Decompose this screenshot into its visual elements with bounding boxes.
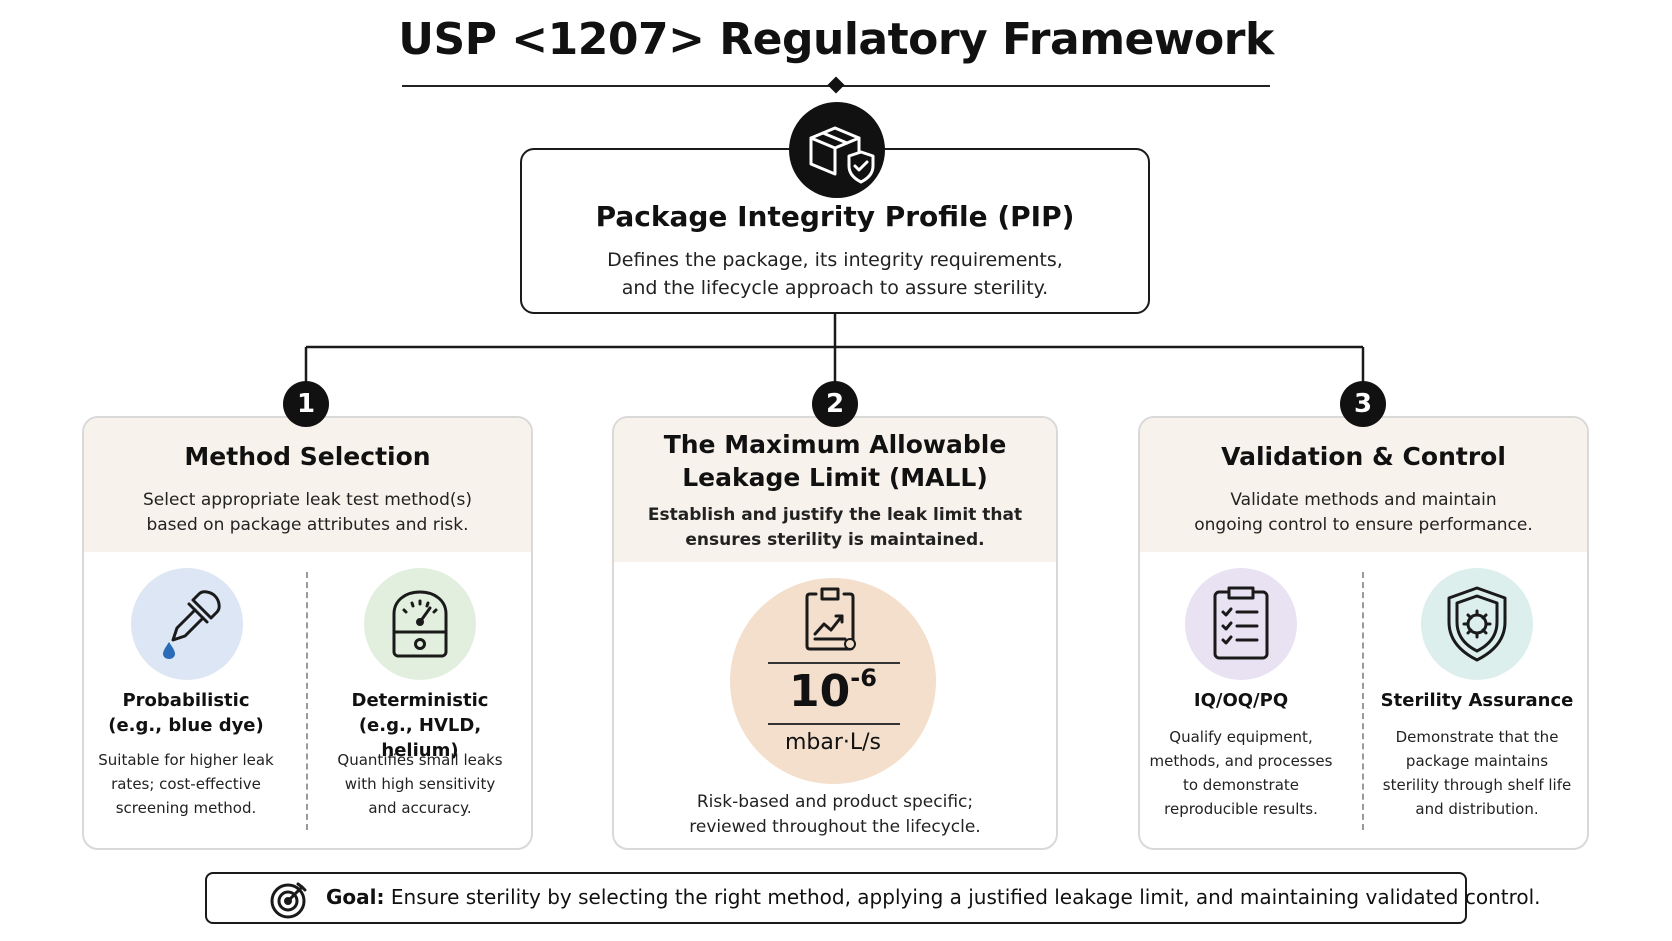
card-divider [1362, 572, 1364, 830]
dropper-icon-circle [131, 568, 243, 680]
goal-banner [205, 872, 1467, 924]
card-desc-validation: Validate methods and maintain ongoing co… [1138, 488, 1589, 538]
pip-desc-line-2: and the lifecycle approach to assure ste… [621, 277, 1049, 299]
card-desc-line: ongoing control to ensure performance. [1194, 515, 1533, 535]
sub-desc-line: screening method. [115, 799, 257, 817]
card-desc-method-selection: Select appropriate leak test method(s) b… [82, 488, 533, 538]
card-desc-line: based on package attributes and risk. [146, 515, 469, 535]
pip-icon-circle [789, 102, 885, 198]
gauge-icon-circle [364, 568, 476, 680]
card-desc-line: Select appropriate leak test method(s) [143, 490, 472, 510]
clipboard-chart-icon [805, 587, 856, 651]
mall-value-exponent: -6 [850, 664, 877, 692]
card-desc-line: Validate methods and maintain [1230, 490, 1497, 510]
card-title-line: The Maximum Allowable [663, 430, 1007, 459]
sub-title-line: (e.g., blue dye) [108, 715, 264, 736]
sub-desc-line: methods, and processes [1149, 752, 1333, 770]
sterility-assurance-desc: Demonstrate that the package maintains s… [1376, 725, 1578, 821]
sub-desc-line: package maintains [1405, 752, 1549, 770]
sub-desc-line: reproducible results. [1164, 800, 1318, 818]
sub-desc-line: Qualify equipment, [1169, 728, 1313, 746]
mall-card [612, 416, 1058, 850]
card-header [614, 418, 1056, 562]
sub-desc-line: and distribution. [1415, 800, 1539, 818]
target-icon [270, 882, 307, 919]
mall-foot-line: Risk-based and product specific; [696, 792, 974, 812]
mall-rule-top [768, 662, 900, 664]
sub-desc-line: to demonstrate [1182, 776, 1300, 794]
sub-desc-line: with high sensitivity [344, 775, 496, 793]
step-badge-1: 1 [283, 381, 329, 427]
card-title-validation: Validation & Control [1221, 442, 1506, 471]
mall-value-base: 10 [789, 666, 851, 717]
shield-microbe-icon [1447, 586, 1507, 662]
iq-oq-pq-title: IQ/OQ/PQ [1193, 690, 1289, 711]
sub-desc-line: and accuracy. [368, 799, 472, 817]
goal-text: Goal: Ensure sterility by selecting the … [326, 885, 1541, 909]
probabilistic-title: Probabilistic (e.g., blue dye) [92, 688, 280, 738]
card-header [84, 418, 531, 552]
dropper-icon [163, 590, 221, 659]
mall-foot-line: reviewed throughout the lifecycle. [689, 817, 981, 837]
card-title-line: Leakage Limit (MALL) [682, 463, 988, 492]
mall-unit: mbar·L/s [784, 730, 882, 755]
sub-desc-line: Quantifies small leaks [337, 751, 503, 769]
mall-value: 10-6 [730, 664, 936, 717]
page-title: USP <1207> Regulatory Framework [398, 14, 1274, 65]
sub-desc-line: sterility through shelf life [1382, 776, 1572, 794]
sub-desc-line: rates; cost-effective [111, 775, 261, 793]
iq-oq-pq-desc: Qualify equipment, methods, and processe… [1146, 725, 1336, 821]
deterministic-desc: Quantifies small leaks with high sensiti… [320, 748, 520, 820]
pip-description: Defines the package, its integrity requi… [520, 246, 1150, 302]
probabilistic-desc: Suitable for higher leak rates; cost-eff… [92, 748, 280, 820]
goal-statement: Ensure sterility by selecting the right … [390, 885, 1541, 909]
goal-label: Goal: [326, 885, 385, 909]
mall-value-circle [730, 578, 936, 784]
pip-desc-line-1: Defines the package, its integrity requi… [607, 249, 1063, 271]
mall-footnote: Risk-based and product specific; reviewe… [612, 790, 1058, 840]
card-desc-mall: Establish and justify the leak limit tha… [612, 503, 1058, 553]
step-badge-2: 2 [812, 381, 858, 427]
mall-rule-bottom [768, 723, 900, 725]
checklist-icon [1213, 586, 1269, 660]
deterministic-title: Deterministic (e.g., HVLD, helium) [320, 688, 520, 763]
sub-desc-line: Suitable for higher leak [98, 751, 274, 769]
card-header [1140, 418, 1587, 552]
card-desc-line: ensures sterility is maintained. [685, 530, 985, 550]
sub-title-line: Deterministic [351, 690, 489, 711]
sub-title-line: Probabilistic [122, 690, 250, 711]
sterility-assurance-title: Sterility Assurance [1380, 690, 1574, 711]
pip-title: Package Integrity Profile (PIP) [595, 200, 1075, 233]
gauge-icon [392, 590, 448, 658]
sub-desc-line: Demonstrate that the [1395, 728, 1559, 746]
card-title-method-selection: Method Selection [184, 442, 431, 471]
package-shield-check-icon [809, 126, 875, 184]
card-divider [306, 572, 308, 830]
shield-microbe-icon-circle [1421, 568, 1533, 680]
card-desc-line: Establish and justify the leak limit tha… [647, 505, 1023, 525]
sub-title-line: (e.g., HVLD, helium) [358, 715, 482, 761]
checklist-icon-circle [1185, 568, 1297, 680]
step-badge-3: 3 [1340, 381, 1386, 427]
card-title-mall: The Maximum Allowable Leakage Limit (MAL… [612, 428, 1058, 494]
